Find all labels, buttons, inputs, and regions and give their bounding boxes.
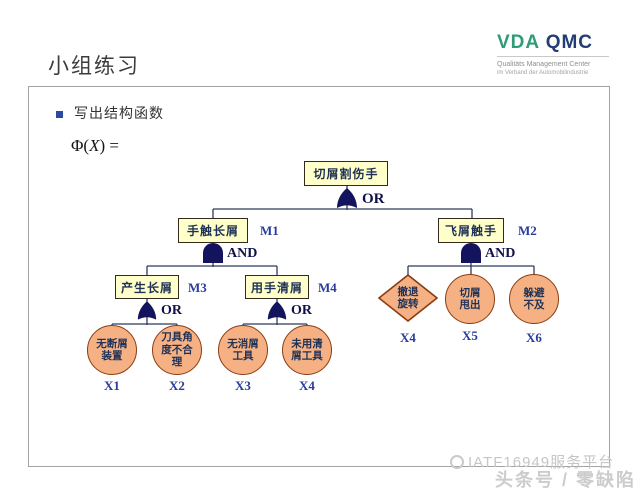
basic-event-x3-line: 无消屑: [227, 337, 259, 350]
basic-event-x1-line: 无断屑: [96, 337, 128, 350]
basic-event-x6-line: 躲避: [523, 286, 545, 299]
m2-gate-label: AND: [485, 246, 516, 261]
basic-event-x2: 刀具角 度不合 理: [152, 325, 202, 375]
page-title: 小组练习: [48, 55, 140, 78]
undeveloped-event-x4-line: 撤退: [397, 285, 419, 298]
tag-x1: X1: [104, 378, 120, 393]
watermark-logo-icon: [450, 454, 464, 469]
logo-divider: [497, 56, 609, 57]
event-box-m2: 飞屑触手: [438, 218, 504, 243]
undeveloped-event-x4-line: 旋转: [397, 298, 419, 310]
formula-variable: X: [89, 136, 100, 155]
and-gate-icon: [461, 243, 481, 263]
m4-gate-label: OR: [291, 303, 312, 318]
undeveloped-event-x4-text: 撤退 旋转: [378, 274, 438, 322]
exercise-instruction: 写出结构函数: [74, 105, 164, 121]
tag-m1: M1: [260, 223, 279, 238]
or-gate-icon: [267, 301, 287, 320]
basic-event-x1-line: 装置: [101, 350, 123, 362]
watermark-line1: IATF16949服务平台: [450, 451, 614, 472]
basic-event-x5-line: 甩出: [459, 299, 481, 311]
logo-qmc-text: QMC: [545, 32, 594, 53]
tag-x5: X5: [462, 328, 478, 343]
or-gate-icon: [337, 188, 357, 208]
structure-function-formula: Φ(X) =: [71, 136, 119, 156]
basic-event-x4-line: 未用清: [291, 337, 323, 350]
tag-x4: X4: [299, 378, 315, 393]
event-box-m3: 产生长屑: [115, 275, 179, 299]
undeveloped-event-x4: 撤退 旋转: [377, 273, 439, 323]
logo-wordmark: VDA QMC: [497, 33, 615, 53]
basic-event-x2-line: 刀具角: [161, 331, 193, 344]
top-gate-label: OR: [362, 191, 385, 207]
and-gate-icon: [203, 243, 223, 263]
basic-event-x5-line: 切屑: [459, 286, 481, 299]
basic-event-x1: 无断屑 装置: [87, 325, 137, 375]
top-event-box: 切屑割伤手: [304, 161, 388, 186]
basic-event-x4: 未用清 屑工具: [282, 325, 332, 375]
diamond-shape-icon: [377, 273, 439, 323]
watermark-line2: 头条号 / 零缺陷: [495, 470, 637, 490]
basic-event-x6: 躲避 不及: [509, 274, 559, 324]
logo-vda-text: VDA: [497, 32, 540, 53]
formula-phi: Φ(: [71, 136, 90, 155]
basic-event-x6-line: 不及: [523, 299, 545, 311]
basic-event-x5: 切屑 甩出: [445, 274, 495, 324]
tag-x3: X3: [235, 378, 251, 393]
formula-suffix: ) =: [99, 136, 119, 155]
logo-subtitle-1: Qualitäts Management Center: [497, 61, 591, 68]
basic-event-x2-line: 理: [171, 356, 183, 369]
tag-m3: M3: [188, 280, 207, 295]
basic-event-x2-line: 度不合: [161, 343, 193, 356]
m1-gate-label: AND: [227, 246, 258, 261]
event-box-m1: 手触长屑: [178, 218, 248, 243]
or-gate-icon: [137, 301, 157, 320]
event-box-m4: 用手清屑: [245, 275, 309, 299]
tag-x2: X2: [169, 378, 185, 393]
tag-x6: X6: [526, 330, 542, 345]
tag-x4-right: X4: [400, 330, 416, 345]
basic-event-x4-line: 屑工具: [291, 350, 323, 362]
m3-gate-label: OR: [161, 303, 182, 318]
tag-m4: M4: [318, 280, 337, 295]
tag-m2: M2: [518, 223, 537, 238]
watermark-line1-text: IATF16949服务平台: [468, 454, 615, 471]
basic-event-x3: 无消屑 工具: [218, 325, 268, 375]
vda-qmc-logo: VDA QMC Qualitäts Management Center im V…: [497, 33, 615, 77]
bullet-square-icon: [56, 111, 63, 118]
basic-event-x3-line: 工具: [232, 350, 254, 362]
logo-subtitle-2: im Verband der Automobilindustrie: [497, 70, 589, 76]
